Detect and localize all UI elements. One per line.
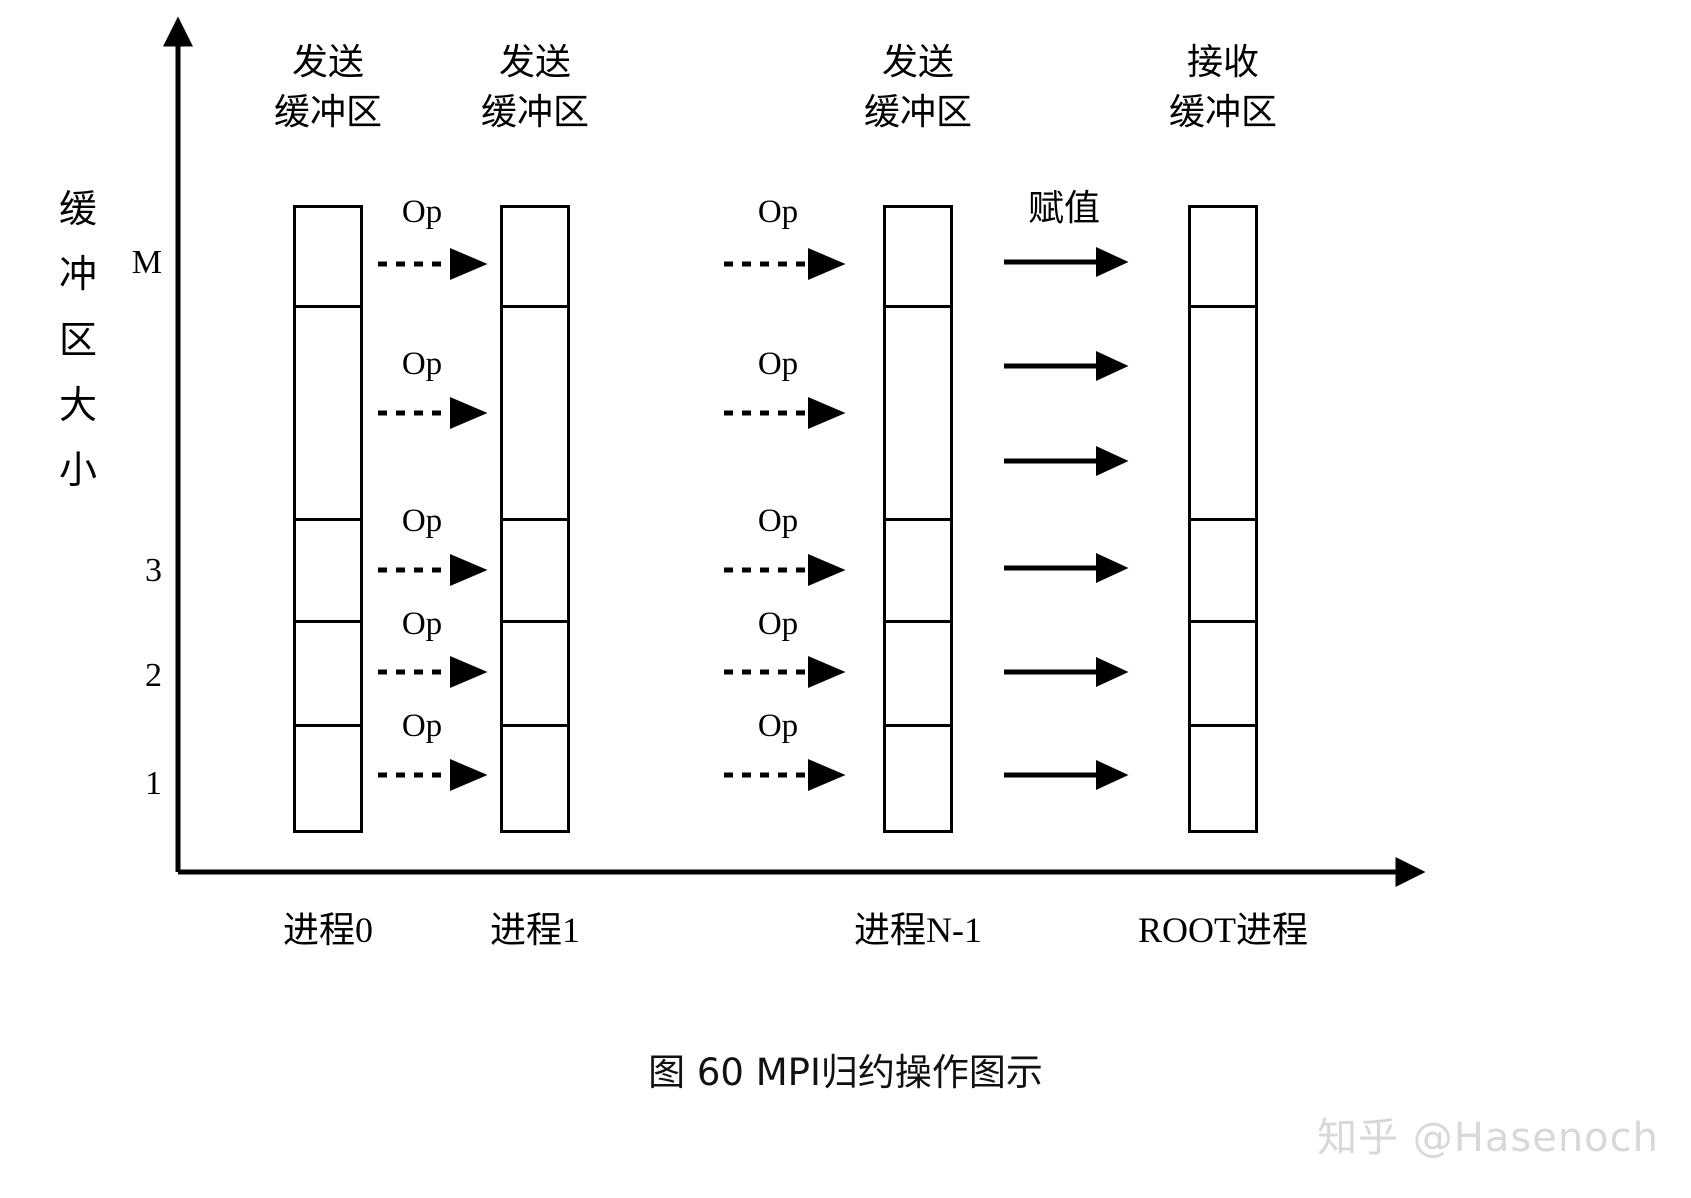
y-axis-title-char: 大 — [58, 385, 97, 428]
process-label-1: 进程1 — [489, 910, 580, 950]
buffer-cell — [503, 308, 567, 521]
buffer-cell — [886, 623, 950, 727]
assign-arrows-group — [1004, 247, 1129, 790]
buffer-box-process-1 — [500, 205, 570, 833]
buffer-cell — [1191, 308, 1255, 521]
column-header-line: 缓冲区 — [480, 91, 589, 132]
buffer-cell — [503, 208, 567, 308]
buffer-box-process-n-1 — [883, 205, 953, 833]
buffer-cell — [503, 521, 567, 623]
process-label-0: 进程0 — [282, 910, 373, 950]
y-tick-label-m: M — [131, 244, 162, 281]
op-label: Op — [757, 194, 799, 230]
buffer-cell — [886, 308, 950, 521]
buffer-cell — [296, 623, 360, 727]
buffer-cell — [886, 521, 950, 623]
op-label: Op — [757, 346, 799, 382]
buffer-cell — [1191, 208, 1255, 308]
y-axis-title: 缓 冲 区 大 小 — [48, 178, 108, 505]
op-label: Op — [401, 194, 443, 230]
buffer-cell — [1191, 623, 1255, 727]
buffer-cell — [296, 521, 360, 623]
column-header-line: 发送 — [498, 42, 571, 82]
op-label: Op — [401, 708, 443, 744]
column-header-line: 缓冲区 — [1168, 91, 1277, 132]
buffer-cell — [886, 208, 950, 308]
buffer-cell — [503, 727, 567, 830]
buffer-cell — [1191, 727, 1255, 830]
buffer-cell — [296, 308, 360, 521]
column-header-process-n-1: 发送 缓冲区 — [818, 38, 1018, 137]
column-header-line: 发送 — [291, 42, 364, 82]
buffer-box-process-0 — [293, 205, 363, 833]
column-header-line: 缓冲区 — [273, 91, 382, 132]
y-axis-title-char: 小 — [58, 450, 97, 493]
column-header-line: 接收 — [1186, 42, 1259, 82]
op-label: Op — [401, 346, 443, 382]
op-label: Op — [757, 606, 799, 642]
buffer-cell — [1191, 521, 1255, 623]
op-label: Op — [757, 708, 799, 744]
y-axis-title-char: 冲 — [58, 254, 97, 297]
op-label: Op — [757, 503, 799, 539]
column-header-process-1: 发送 缓冲区 — [435, 38, 635, 137]
buffer-box-root-process — [1188, 205, 1258, 833]
watermark: 知乎 @Hasenoch — [1317, 1115, 1659, 1161]
column-header-line: 缓冲区 — [863, 91, 972, 132]
y-tick-label-1: 1 — [145, 765, 162, 802]
y-axis-title-char: 缓 — [58, 189, 97, 231]
column-header-process-0: 发送 缓冲区 — [228, 38, 428, 137]
buffer-cell — [296, 208, 360, 308]
column-header-root-process: 接收 缓冲区 — [1123, 38, 1323, 137]
process-label-root: ROOT进程 — [1138, 910, 1308, 950]
process-label-n-1: 进程N-1 — [854, 910, 982, 950]
buffer-cell — [503, 623, 567, 727]
figure-caption: 图 60 MPI归约操作图示 — [648, 1051, 1043, 1094]
buffer-cell — [886, 727, 950, 830]
y-axis-title-char: 区 — [58, 319, 97, 362]
assign-label: 赋值 — [1027, 188, 1100, 228]
y-tick-label-2: 2 — [145, 657, 162, 694]
column-header-line: 发送 — [881, 42, 954, 82]
op-label: Op — [401, 503, 443, 539]
op-label: Op — [401, 606, 443, 642]
y-tick-label-3: 3 — [145, 552, 162, 589]
buffer-cell — [296, 727, 360, 830]
